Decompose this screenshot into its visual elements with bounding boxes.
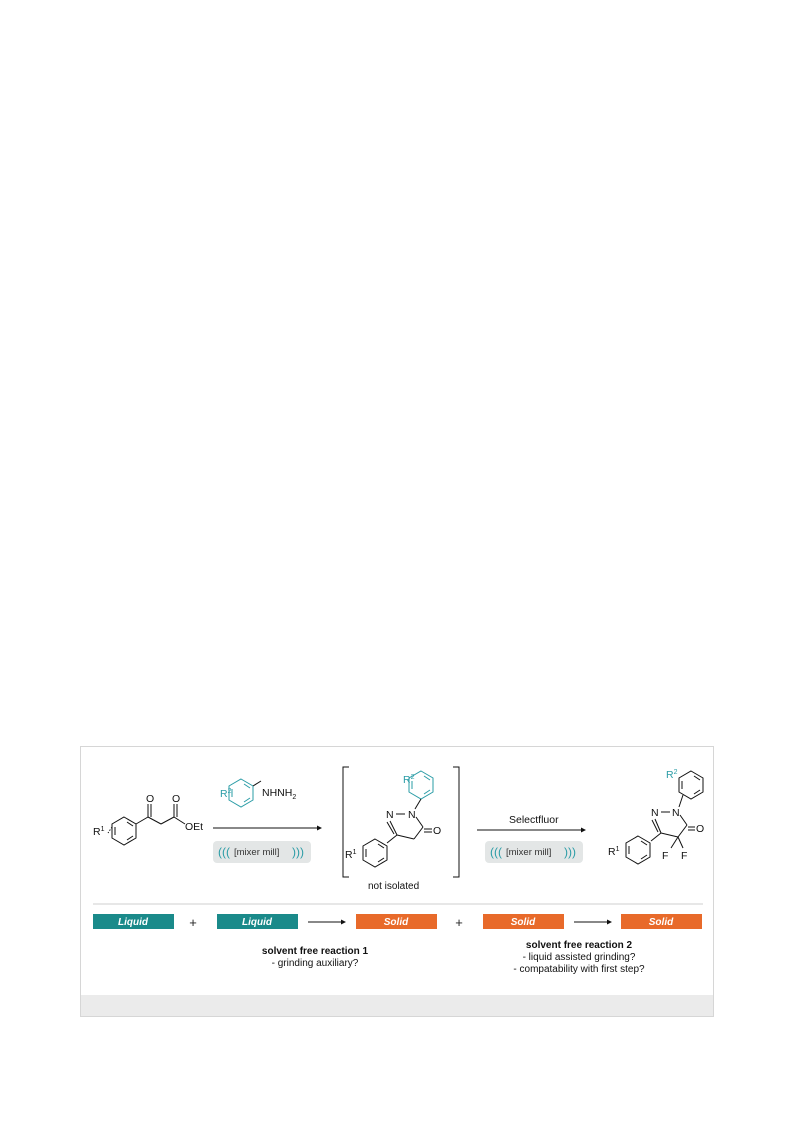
intermediate-r2-label: R2: [403, 774, 415, 786]
plus-sign-1: +: [189, 915, 197, 930]
intermediate-r1-label: R1: [345, 849, 357, 861]
step1-reagent: NHNH2 R2: [220, 778, 296, 808]
phase-bar-solid-1-label: Solid: [384, 917, 409, 928]
product-f2: F: [681, 850, 687, 862]
hydrazine-group-label: NHNH2: [262, 787, 296, 801]
product-n1: N: [672, 807, 680, 819]
plus-sign-2: +: [455, 915, 463, 930]
phase-bar-solid-1: [356, 914, 437, 929]
intermediate-n2: N: [386, 809, 394, 821]
caption-reaction-2-line-1: - liquid assisted grinding?: [523, 952, 636, 963]
caption-reaction-1-title: solvent free reaction 1: [262, 946, 369, 957]
step2-reagent: Selectfluor: [509, 814, 559, 826]
step1-r2-label: R2: [220, 788, 232, 800]
product: R2 N N O F F R1: [608, 769, 704, 865]
caption-reaction-2: solvent free reaction 2 - liquid assiste…: [513, 940, 645, 975]
start-ester-o: O: [172, 793, 180, 805]
intermediate: R2 N N O R1: [345, 770, 441, 868]
start-phenyl-ring: [107, 816, 137, 846]
step1-conditions: [mixer mill]: [234, 847, 279, 858]
phase-bar-liquid-1: [93, 914, 174, 929]
product-n2: N: [651, 807, 659, 819]
caption-reaction-2-title: solvent free reaction 2: [526, 940, 633, 951]
start-ester-oet: OEt: [185, 821, 203, 833]
svg-text:(((: (((: [490, 845, 502, 859]
product-r2-label: R2: [666, 769, 678, 781]
phase-bar-liquid-1-label: Liquid: [118, 917, 149, 928]
phase-bar-solid-2: [483, 914, 564, 929]
svg-text:))): ))): [292, 845, 304, 859]
intermediate-oxo: O: [433, 825, 441, 837]
step2-mixer-mill-badge: ((( [mixer mill] ))): [485, 841, 583, 863]
caption-reaction-1: solvent free reaction 1 - grinding auxil…: [262, 946, 369, 969]
phase-row: Liquid + Liquid Solid + Solid Solid: [93, 914, 702, 930]
svg-text:(((: (((: [218, 845, 230, 859]
caption-reaction-1-line-1: - grinding auxiliary?: [272, 958, 359, 969]
start-material: R1 O O OEt: [93, 793, 203, 846]
start-r1-label: R1: [93, 826, 105, 838]
intermediate-bracket: [342, 766, 460, 878]
phase-bar-liquid-2: [217, 914, 298, 929]
product-r1-label: R1: [608, 846, 620, 858]
reaction-scheme-figure: R1 O O OEt NHNH2 R2 (((: [80, 746, 714, 1017]
product-oxo: O: [696, 823, 704, 835]
intermediate-note: not isolated: [368, 881, 419, 892]
phase-bar-solid-2-label: Solid: [511, 917, 536, 928]
figure-footer-band: [81, 995, 713, 1016]
step2-arrowhead: [581, 827, 586, 833]
step1-mixer-mill-badge: ((( [mixer mill] ))): [213, 841, 311, 863]
intermediate-n1: N: [408, 809, 416, 821]
start-ketone-o: O: [146, 793, 154, 805]
caption-reaction-2-line-2: - compatability with first step?: [513, 964, 645, 975]
phase-bar-solid-3: [621, 914, 702, 929]
svg-text:))): ))): [564, 845, 576, 859]
reaction-scheme: R1 O O OEt NHNH2 R2 (((: [93, 766, 704, 975]
phase-bar-liquid-2-label: Liquid: [242, 917, 273, 928]
phase-bar-solid-3-label: Solid: [649, 917, 674, 928]
product-f1: F: [662, 850, 668, 862]
step2-conditions: [mixer mill]: [506, 847, 551, 858]
step1-arrowhead: [317, 825, 322, 831]
